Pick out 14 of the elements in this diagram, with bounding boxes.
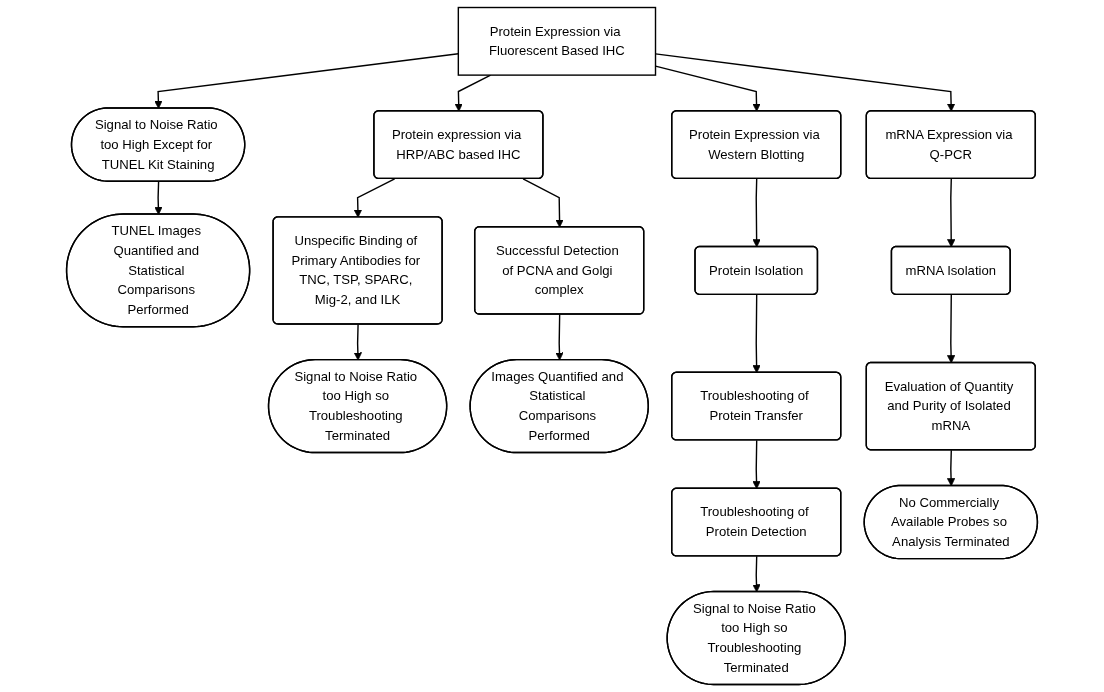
arrow xyxy=(752,178,761,248)
node-box: Protein Expression via Fluorescent Based IHC xyxy=(457,6,657,76)
arrow xyxy=(947,178,956,248)
arrow xyxy=(946,294,956,364)
arrow xyxy=(522,178,564,228)
arrow xyxy=(752,439,761,490)
arrow xyxy=(454,74,492,112)
arrow xyxy=(353,178,396,218)
arrow xyxy=(353,323,362,361)
arrow xyxy=(555,313,564,361)
arrow xyxy=(752,555,761,593)
arrow xyxy=(946,449,956,487)
arrow xyxy=(154,181,163,215)
arrow xyxy=(752,294,761,374)
